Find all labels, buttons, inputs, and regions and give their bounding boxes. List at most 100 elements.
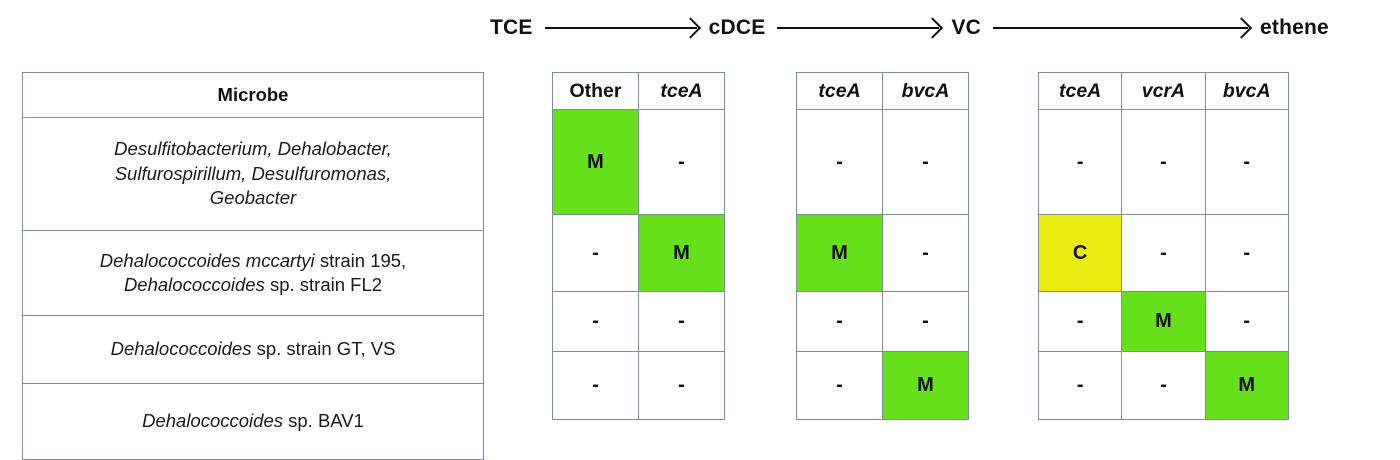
gene-cell-absent: - (552, 291, 639, 352)
gene-cell-absent: - (1037, 109, 1123, 215)
microbe-name-cell: Desulfitobacterium, Dehalobacter,Sulfuro… (22, 117, 484, 231)
gene-cell-value: - (836, 150, 843, 173)
gene-cell-absent: - (882, 109, 969, 215)
gene-column-header-bvca: bvcA (882, 72, 969, 110)
microbe-strain-text: sp. strain FL2 (269, 274, 383, 295)
gene-cell-value: C (1072, 241, 1088, 264)
gene-cell-c: C (1037, 214, 1123, 292)
table-row: M- (796, 214, 969, 292)
microbe-column-header: Microbe (22, 72, 484, 118)
gene-cell-value: - (1243, 241, 1251, 264)
table-row: -M (796, 351, 969, 420)
gene-cell-absent: - (882, 291, 969, 352)
pathway-step-cdce: cDCE (708, 16, 766, 39)
gene-cell-absent: - (638, 351, 725, 420)
table-row: -M (552, 214, 725, 292)
gene-column-header-tcea: tceA (1037, 72, 1123, 110)
table-row: -M- (1037, 291, 1289, 352)
pathway-step-ethene: ethene (1260, 16, 1329, 39)
gene-cell-value: - (592, 374, 599, 396)
microbe-name-cell: Dehalococcoides mccartyi strain 195, Deha… (22, 230, 484, 316)
degradation-pathway-header: TCE cDCE VC ethene (490, 6, 1390, 50)
table-row: --- (1037, 109, 1289, 215)
gene-cell-absent: - (796, 291, 883, 352)
gene-cell-absent: - (1121, 351, 1206, 420)
arrow-right-icon (993, 17, 1253, 39)
microbe-genus-italic: Dehalococcoides (110, 338, 257, 360)
gene-cell-value: M (917, 374, 934, 396)
gene-cell-value: M (587, 150, 604, 173)
table-row: -- (796, 291, 969, 352)
gene-cell-value: - (1160, 374, 1167, 396)
gene-cell-m: M (552, 109, 639, 215)
gene-cell-absent: - (1204, 109, 1289, 215)
gene-cell-m: M (882, 351, 969, 420)
microbe-name-cell: Dehalococcoides sp. BAV1 (22, 383, 484, 460)
gene-cell-absent: - (1121, 214, 1206, 292)
table-row: -- (552, 351, 725, 420)
gene-cell-value: - (592, 310, 599, 332)
table-row: M- (552, 109, 725, 215)
gene-cell-value: - (836, 310, 843, 332)
gene-cell-absent: - (638, 109, 725, 215)
table-row: --M (1037, 351, 1289, 420)
gene-cell-value: - (1076, 374, 1084, 396)
gene-column-header-tcea: tceA (796, 72, 883, 110)
gene-cell-value: - (678, 374, 685, 396)
table-row: C-- (1037, 214, 1289, 292)
gene-cell-absent: - (796, 109, 883, 215)
gene-cell-value: - (678, 150, 685, 173)
table-row: Dehalococcoides sp. BAV1 (22, 383, 484, 460)
microbe-strain-text: sp. BAV1 (288, 410, 364, 432)
microbe-name-cell: Dehalococcoides sp. strain GT, VS (22, 315, 484, 384)
gene-cell-value: - (922, 150, 929, 173)
gene-column-header-vcra: vcrA (1121, 72, 1206, 110)
gene-cell-value: - (922, 241, 929, 264)
gene-cell-value: - (836, 374, 843, 396)
pathway-step-tce: TCE (490, 16, 533, 39)
microbe-genus-italic: Dehalococcoides mccartyi (99, 249, 320, 271)
table-row: -- (796, 109, 969, 215)
table-row: Desulfitobacterium, Dehalobacter,Sulfuro… (22, 117, 484, 231)
microbe-genus-italic: Sulfurospirillum, Desulfuromonas, (114, 162, 392, 184)
table-row: Dehalococcoides sp. strain GT, VS (22, 315, 484, 384)
gene-cell-value: - (1160, 241, 1167, 264)
gene-cell-absent: - (1204, 214, 1289, 292)
gene-cell-value: - (1076, 310, 1084, 332)
gene-cell-value: M (673, 241, 690, 264)
gene-cell-absent: - (638, 291, 725, 352)
gene-cell-absent: - (1121, 109, 1206, 215)
gene-cell-m: M (796, 214, 883, 292)
microbe-strain-text: strain 195, (319, 249, 407, 271)
table-row: -- (552, 291, 725, 352)
arrow-right-icon (544, 17, 701, 39)
gene-cell-value: - (1076, 150, 1084, 173)
gene-cell-m: M (638, 214, 725, 292)
microbe-strain-text: sp. strain GT, VS (256, 338, 396, 360)
gene-column-header-tcea: tceA (638, 72, 725, 110)
gene-cell-value: M (1155, 310, 1172, 332)
gene-cell-absent: - (1037, 351, 1123, 420)
microbe-genus-italic: Geobacter (209, 187, 297, 209)
gene-cell-absent: - (1204, 291, 1289, 352)
gene-cell-value: M (1238, 374, 1256, 396)
microbe-genus-italic: Dehalococcoides (142, 410, 289, 432)
gene-column-header-bvca: bvcA (1204, 72, 1289, 110)
gene-cell-value: - (592, 241, 599, 264)
gene-cell-value: - (1160, 150, 1167, 173)
pathway-step-vc: VC (951, 16, 982, 39)
gene-cell-value: - (1243, 310, 1251, 332)
gene-cell-m: M (1204, 351, 1289, 420)
gene-cell-m: M (1121, 291, 1206, 352)
gene-column-header-other: Other (552, 72, 639, 110)
microbe-genus-italic: Dehalococcoides (123, 274, 270, 295)
table-row: Dehalococcoides mccartyi strain 195, Deha… (22, 230, 484, 316)
gene-cell-absent: - (796, 351, 883, 420)
gene-cell-absent: - (882, 214, 969, 292)
gene-cell-absent: - (1037, 291, 1123, 352)
gene-cell-absent: - (552, 214, 639, 292)
gene-cell-value: M (831, 241, 848, 264)
